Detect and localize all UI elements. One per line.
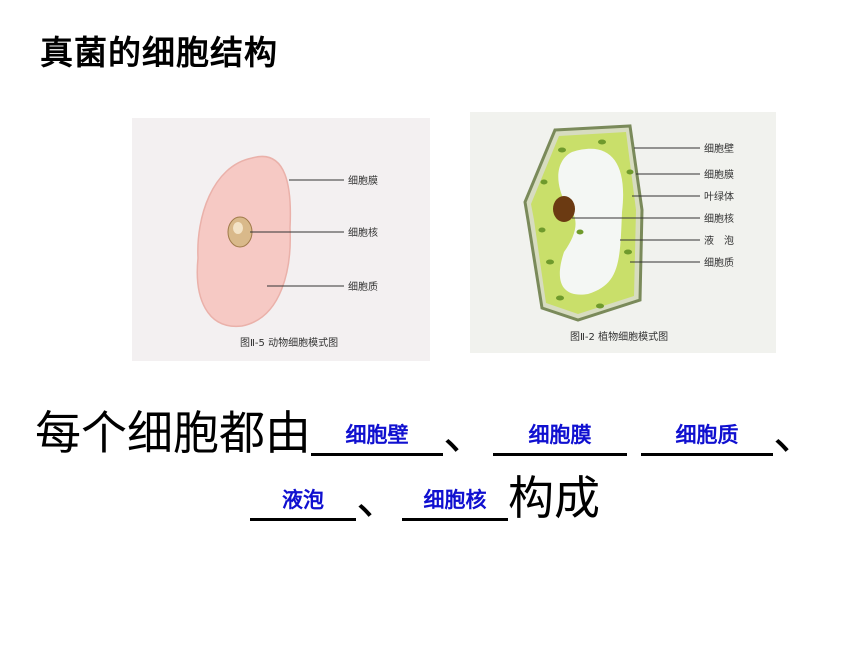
answer-1: 细胞壁 — [345, 423, 409, 447]
plant-label-vacuole: 液 泡 — [704, 234, 734, 247]
sentence-suffix: 构成 — [508, 471, 600, 525]
plant-cell-figure: 细胞壁 细胞膜 叶绿体 细胞核 液 泡 细胞质 图Ⅱ-2 植物细胞模式图 — [470, 112, 776, 353]
plant-label-wall: 细胞壁 — [704, 142, 734, 155]
sentence-prefix: 每个细胞都由 — [35, 406, 311, 460]
answer-3: 细胞质 — [675, 423, 739, 447]
answer-2: 细胞膜 — [528, 423, 592, 447]
blank-1[interactable]: 细胞壁 — [311, 405, 443, 456]
animal-label-nucleus: 细胞核 — [348, 226, 378, 239]
page-title: 真菌的细胞结构 — [40, 33, 278, 72]
animal-caption: 图Ⅱ-5 动物细胞模式图 — [240, 336, 338, 349]
separator-3: 、 — [356, 471, 402, 525]
plant-cell-vacuole — [558, 148, 624, 295]
separator-2: 、 — [773, 406, 819, 460]
plant-caption: 图Ⅱ-2 植物细胞模式图 — [570, 330, 668, 343]
blank-2[interactable]: 细胞膜 — [493, 405, 627, 456]
plant-label-chloroplast: 叶绿体 — [704, 190, 734, 203]
answer-4: 液泡 — [282, 488, 324, 512]
animal-label-membrane: 细胞膜 — [348, 174, 378, 187]
animal-cell-figure: 细胞膜 细胞核 细胞质 图Ⅱ-5 动物细胞模式图 — [132, 118, 430, 361]
plant-label-cytoplasm: 细胞质 — [704, 256, 734, 269]
blank-4[interactable]: 液泡 — [250, 470, 356, 521]
chloroplast-icons — [538, 139, 634, 309]
plant-label-nucleus: 细胞核 — [704, 212, 734, 225]
sentence-line-1: 每个细胞都由 细胞壁 、 细胞膜 细胞质 、 — [35, 405, 819, 461]
plant-label-membrane: 细胞膜 — [704, 168, 734, 181]
plant-cell-nucleus — [553, 196, 575, 222]
sentence-line-2: 液泡 、细胞核构成 — [250, 470, 600, 526]
animal-label-cytoplasm: 细胞质 — [348, 280, 378, 293]
blank-5[interactable]: 细胞核 — [402, 470, 508, 521]
separator-1: 、 — [443, 406, 489, 460]
blank-3[interactable]: 细胞质 — [641, 405, 773, 456]
answer-5: 细胞核 — [423, 488, 487, 512]
